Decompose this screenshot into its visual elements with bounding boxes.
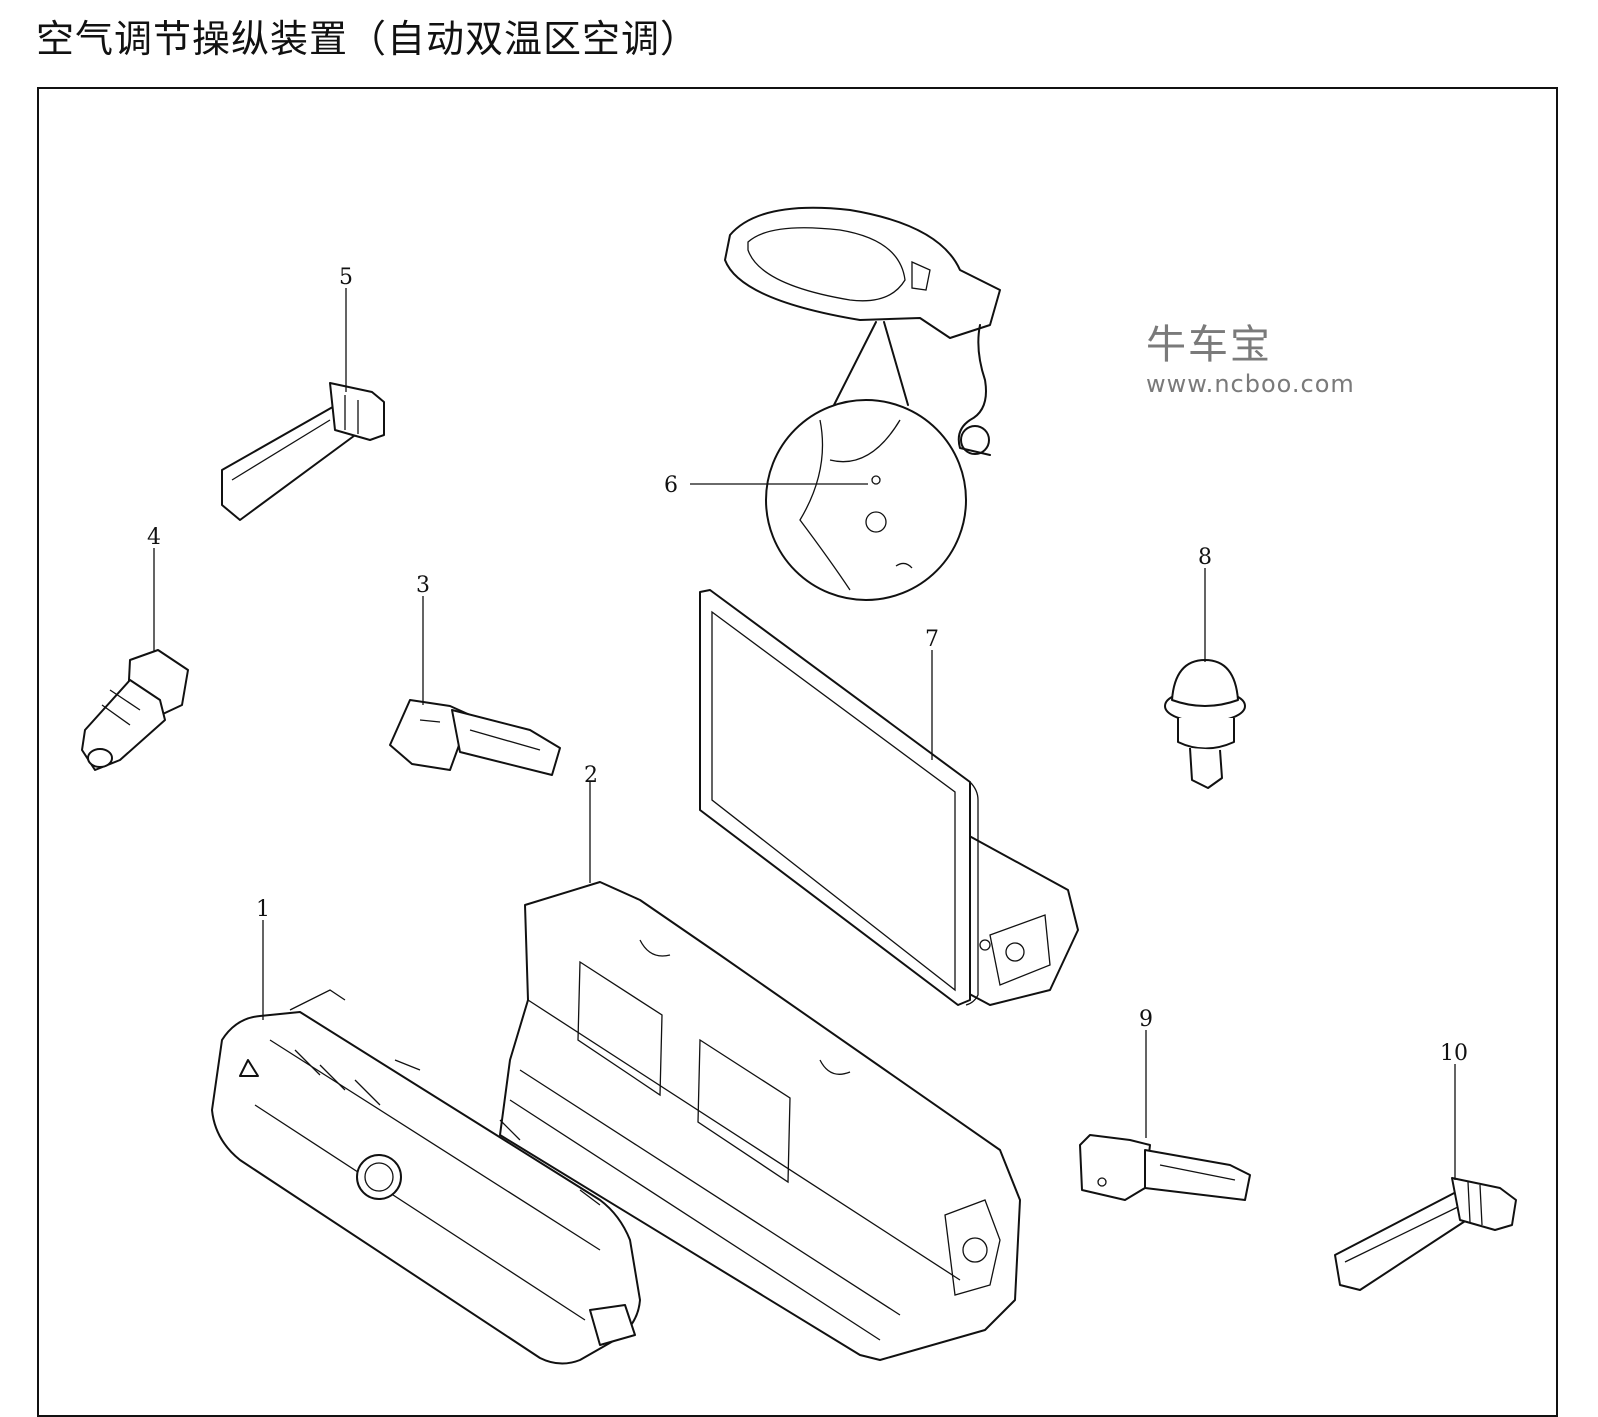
part-1-control-panel (211, 989, 641, 1365)
part-8-sensor (1164, 659, 1246, 789)
callout-2: 2 (584, 763, 598, 788)
part-9-sensor (1079, 1134, 1251, 1201)
part-4-connector (81, 649, 189, 771)
part-6-mirror (724, 206, 1001, 601)
callout-4: 4 (147, 525, 161, 550)
watermark-brand: 牛车宝 (1146, 322, 1272, 368)
part-2-housing (499, 881, 1021, 1361)
part-10-sensor (1334, 1177, 1517, 1291)
callout-5: 5 (339, 265, 353, 290)
callout-6: 6 (664, 473, 678, 498)
callout-7: 7 (925, 627, 939, 652)
callout-9: 9 (1139, 1007, 1153, 1032)
callout-3: 3 (416, 573, 430, 598)
page-title: 空气调节操纵装置（自动双温区空调） (36, 17, 700, 61)
watermark-url: www.ncboo.com (1146, 370, 1355, 398)
part-7-display (699, 589, 1079, 1006)
part-5-sensor (221, 382, 385, 521)
callout-10: 10 (1440, 1041, 1468, 1066)
callout-1: 1 (256, 897, 270, 922)
leader-lines (153, 288, 1456, 1180)
part-3-sensor (389, 699, 561, 776)
callout-8: 8 (1198, 545, 1212, 570)
